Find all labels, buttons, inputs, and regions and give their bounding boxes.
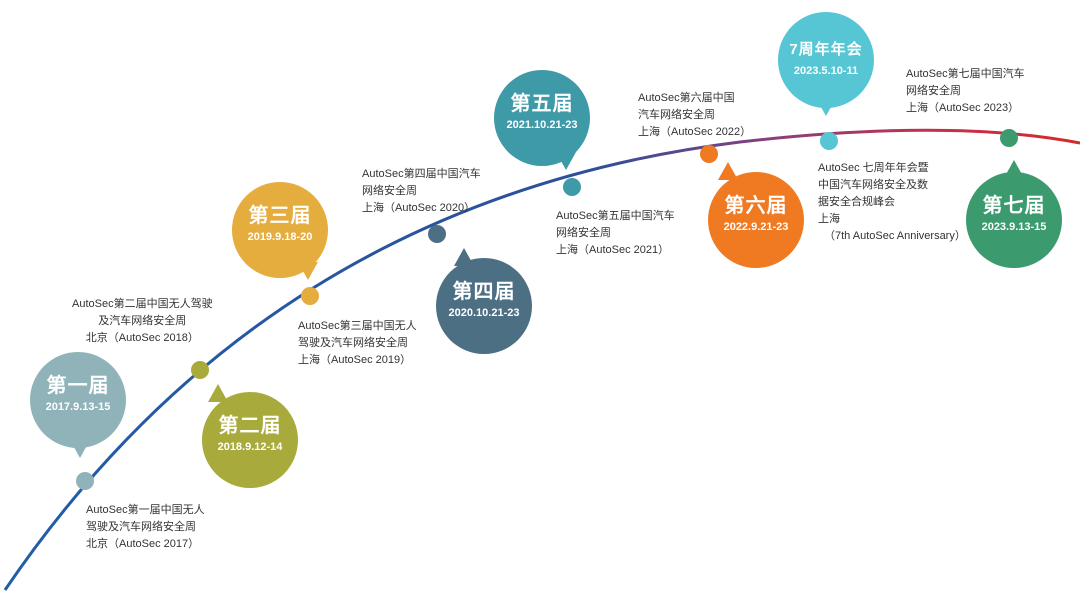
label-anniv: AutoSec 七周年年会暨 中国汽车网络安全及数 据安全合规峰会 上海 （7t… xyxy=(818,160,966,245)
bubble-e6-date: 2022.9.21-23 xyxy=(723,221,789,233)
dot-e6 xyxy=(700,145,718,163)
label-e3-line3: 上海（AutoSec 2019） xyxy=(298,354,412,366)
dot-e7 xyxy=(1000,129,1018,147)
bubble-e4-date: 2020.10.21-23 xyxy=(448,307,520,319)
label-e1-line2: 驾驶及汽车网络安全周 xyxy=(86,521,196,533)
bubble-e4: 第四届 2020.10.21-23 xyxy=(436,248,532,354)
label-e7-line1: AutoSec第七届中国汽车 xyxy=(906,68,1025,80)
label-e2-line1: AutoSec第二届中国无人驾驶 xyxy=(72,298,213,310)
label-e5-line2: 网络安全周 xyxy=(556,227,611,239)
bubble-e3-date: 2019.9.18-20 xyxy=(247,231,313,243)
bubble-e7-date: 2023.9.13-15 xyxy=(981,221,1047,233)
label-e5: AutoSec第五届中国汽车 网络安全周 上海（AutoSec 2021） xyxy=(556,208,675,259)
label-e5-line1: AutoSec第五届中国汽车 xyxy=(556,210,675,222)
bubble-e1-date: 2017.9.13-15 xyxy=(45,401,111,413)
bubble-e5: 第五届 2021.10.21-23 xyxy=(494,70,590,170)
bubble-e4-title: 第四届 xyxy=(452,281,516,303)
bubble-e1: 第一届 2017.9.13-15 xyxy=(30,352,126,458)
label-e7-line3: 上海（AutoSec 2023） xyxy=(906,102,1020,114)
bubble-e1-title: 第一届 xyxy=(46,375,110,397)
timeline-line xyxy=(3,128,1080,591)
label-e3: AutoSec第三届中国无人 驾驶及汽车网络安全周 上海（AutoSec 201… xyxy=(298,318,417,369)
label-anniv-line5: （7th AutoSec Anniversary） xyxy=(824,230,966,242)
label-e4: AutoSec第四届中国汽车 网络安全周 上海（AutoSec 2020） xyxy=(362,166,481,217)
label-e4-line2: 网络安全周 xyxy=(362,185,417,197)
label-anniv-line4: 上海 xyxy=(818,213,840,225)
label-anniv-line1: AutoSec 七周年年会暨 xyxy=(818,162,929,174)
bubble-e5-date: 2021.10.21-23 xyxy=(506,119,578,131)
label-e1: AutoSec第一届中国无人 驾驶及汽车网络安全周 北京（AutoSec 201… xyxy=(86,502,205,553)
bubble-anniv: 7周年年会 2023.5.10-11 xyxy=(778,12,874,116)
label-e7: AutoSec第七届中国汽车 网络安全周 上海（AutoSec 2023） xyxy=(906,66,1025,117)
dot-e3 xyxy=(301,287,319,305)
bubble-e3: 第三届 2019.9.18-20 xyxy=(232,182,328,280)
dot-e4 xyxy=(428,225,446,243)
bubble-anniv-title: 7周年年会 xyxy=(789,41,863,58)
label-e1-line1: AutoSec第一届中国无人 xyxy=(86,504,205,516)
label-e7-line2: 网络安全周 xyxy=(906,85,961,97)
label-e2: AutoSec第二届中国无人驾驶 及汽车网络安全周 北京（AutoSec 201… xyxy=(72,296,213,347)
bubble-e4-tail xyxy=(454,248,474,266)
label-e2-line3: 北京（AutoSec 2018） xyxy=(85,332,199,344)
bubble-e6-title: 第六届 xyxy=(724,195,788,217)
bubble-e2-tail xyxy=(208,384,228,402)
label-anniv-line2: 中国汽车网络安全及数 xyxy=(818,179,928,191)
bubble-e5-title: 第五届 xyxy=(510,93,574,115)
bubble-e7: 第七届 2023.9.13-15 xyxy=(966,160,1062,268)
label-e1-line3: 北京（AutoSec 2017） xyxy=(86,538,200,550)
bubble-e7-title: 第七届 xyxy=(982,195,1046,217)
bubble-anniv-tail xyxy=(816,98,836,116)
bubble-anniv-date: 2023.5.10-11 xyxy=(793,65,859,77)
bubble-e3-tail xyxy=(298,262,318,280)
label-e3-line2: 驾驶及汽车网络安全周 xyxy=(298,337,408,349)
label-e2-line2: 及汽车网络安全周 xyxy=(98,315,187,327)
label-e3-line1: AutoSec第三届中国无人 xyxy=(298,320,417,332)
dot-e5 xyxy=(563,178,581,196)
label-e6-line3: 上海（AutoSec 2022） xyxy=(638,126,752,138)
bubble-e2: 第二届 2018.9.12-14 xyxy=(202,384,298,488)
label-e4-line1: AutoSec第四届中国汽车 xyxy=(362,168,481,180)
bubble-e6: 第六届 2022.9.21-23 xyxy=(708,162,804,268)
bubble-e2-date: 2018.9.12-14 xyxy=(217,441,283,453)
bubble-e7-tail xyxy=(1004,160,1024,178)
label-e5-line3: 上海（AutoSec 2021） xyxy=(556,244,670,256)
bubble-e1-tail xyxy=(70,440,90,458)
bubble-e5-tail xyxy=(556,152,576,170)
label-e4-line3: 上海（AutoSec 2020） xyxy=(362,202,476,214)
dot-e1 xyxy=(76,472,94,490)
bubble-e6-tail xyxy=(718,162,738,180)
bubble-e2-title: 第二届 xyxy=(218,415,282,437)
label-e6-line1: AutoSec第六届中国 xyxy=(638,92,735,104)
label-e6-line2: 汽车网络安全周 xyxy=(638,109,715,121)
label-e6: AutoSec第六届中国 汽车网络安全周 上海（AutoSec 2022） xyxy=(638,90,751,141)
bubble-e3-title: 第三届 xyxy=(248,205,312,227)
dot-e2 xyxy=(191,361,209,379)
dot-anniv xyxy=(820,132,838,150)
label-anniv-line3: 据安全合规峰会 xyxy=(818,196,895,208)
